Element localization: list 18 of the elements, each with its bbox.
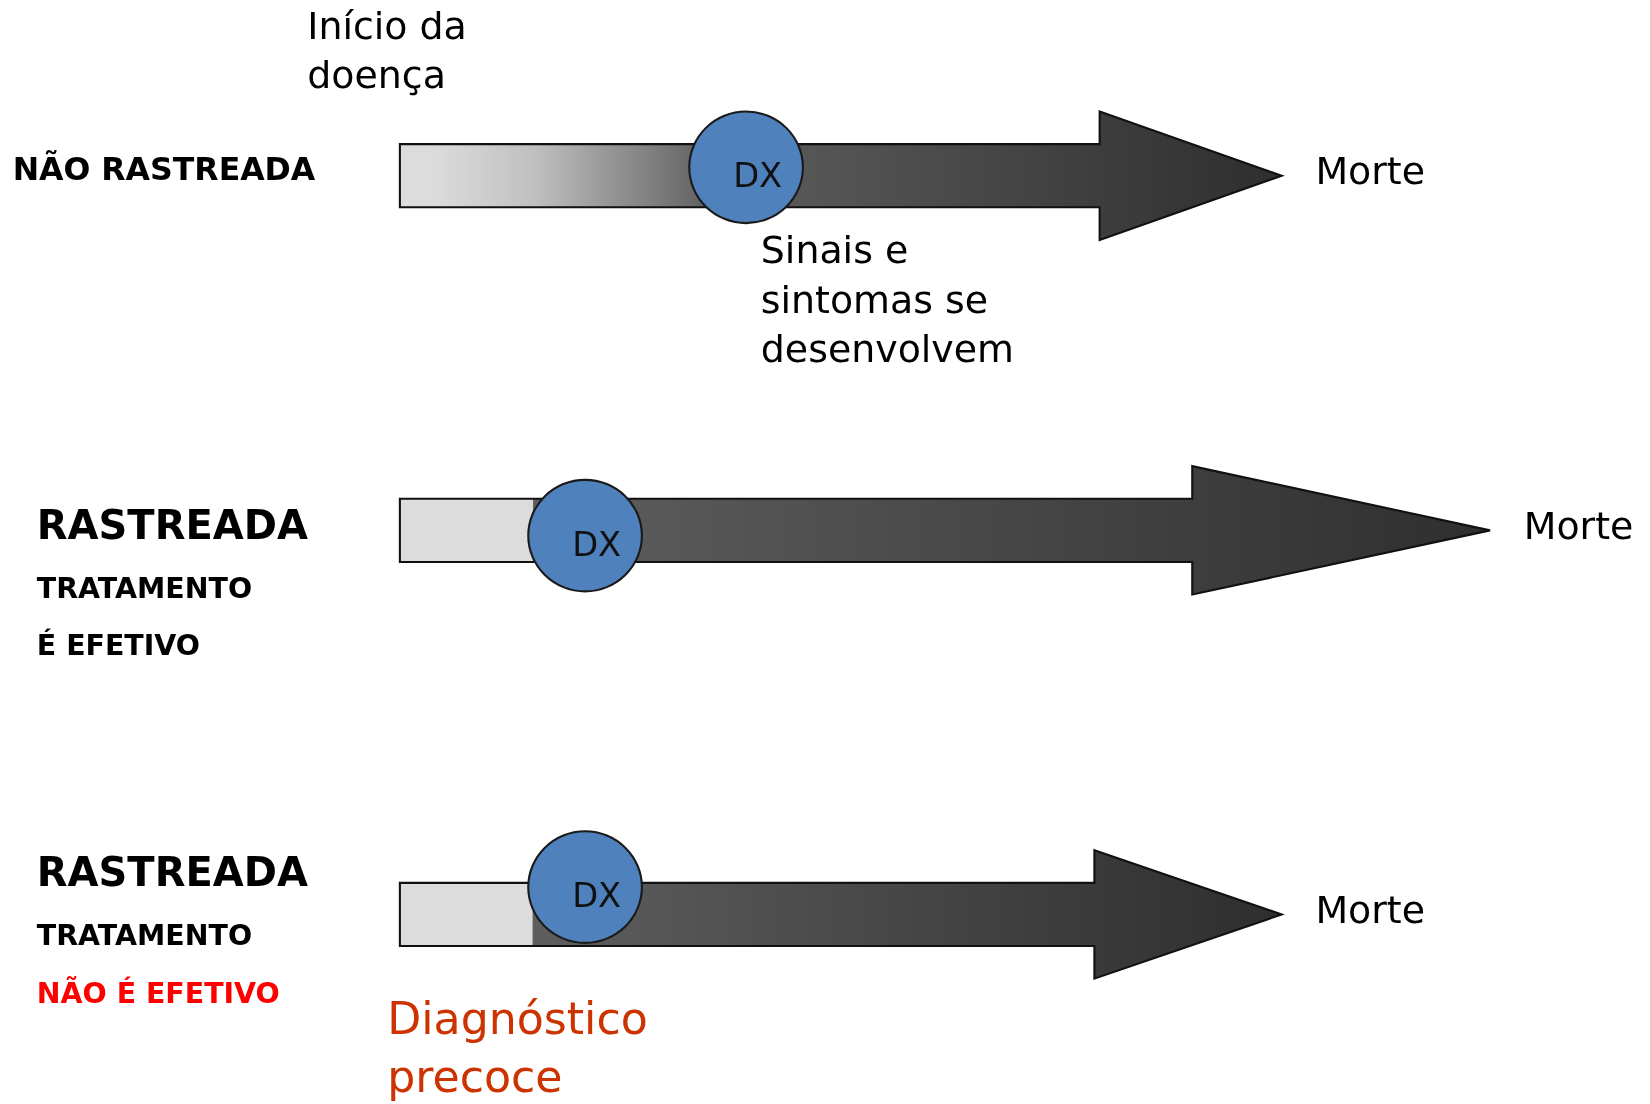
diagnosis-circle: DX bbox=[527, 830, 643, 944]
endpoint-label: Morte bbox=[1315, 147, 1425, 197]
annotation-text: Sinais e sintomas se desenvolvem bbox=[760, 227, 1015, 372]
timeline-arrow bbox=[398, 848, 1285, 981]
row-subheading: NÃO É EFETIVO bbox=[36, 975, 280, 1012]
row-heading: NÃO RASTREADA bbox=[12, 149, 316, 190]
endpoint-label: Morte bbox=[1315, 886, 1425, 936]
annotation-text: Início da doença bbox=[307, 3, 468, 99]
endpoint-label: Morte bbox=[1523, 501, 1634, 552]
diagnosis-circle: DX bbox=[527, 478, 643, 593]
row-subheading: TRATAMENTO bbox=[36, 570, 253, 606]
timeline-arrow bbox=[398, 464, 1492, 596]
row-heading: RASTREADA bbox=[36, 848, 308, 898]
row-subheading: É EFETIVO bbox=[36, 627, 200, 663]
row-subheading: TRATAMENTO bbox=[36, 917, 253, 954]
diagnosis-circle: DX bbox=[688, 110, 804, 225]
annotation-text: Diagnóstico precoce bbox=[387, 992, 649, 1104]
row-heading: RASTREADA bbox=[36, 500, 308, 551]
